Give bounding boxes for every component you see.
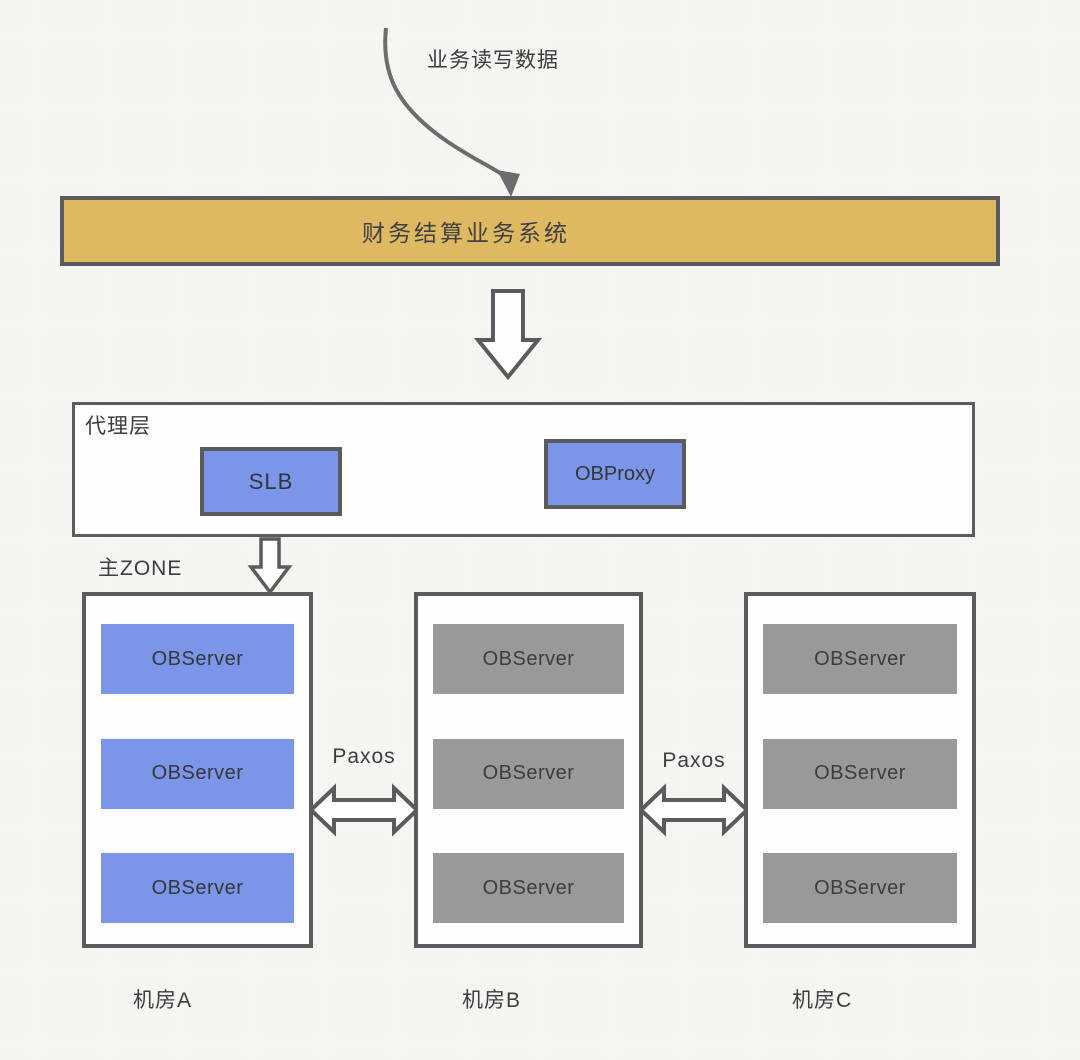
datacenter-a-box: OBServer OBServer OBServer [82,592,313,948]
server-node: OBServer [101,853,294,923]
server-node: OBServer [101,624,294,694]
paxos-arrow-right-icon [638,783,750,837]
slb-node: SLB [200,447,342,516]
small-down-arrow-icon [247,537,293,595]
server-node: OBServer [433,738,624,809]
proxy-layer-label: 代理层 [85,415,151,438]
server-node: OBServer [763,738,957,809]
business-flow-arrowhead-icon [497,170,520,197]
server-node: OBServer [763,624,957,694]
datacenter-c-box: OBServer OBServer OBServer [744,592,976,948]
datacenter-b-label: 机房B [462,989,522,1012]
server-node: OBServer [101,738,294,809]
datacenter-c-label: 机房C [792,989,853,1012]
system-bar: 财务结算业务系统 [60,196,1000,266]
server-node: OBServer [433,624,624,694]
datacenter-a-label: 机房A [133,989,193,1012]
datacenter-b-box: OBServer OBServer OBServer [414,592,643,948]
obproxy-node: OBProxy [544,439,686,509]
system-bar-label: 财务结算业务系统 [362,220,570,246]
server-node: OBServer [433,853,624,923]
server-node: OBServer [763,853,957,923]
proxy-layer-box: 代理层 SLB OBProxy [72,402,975,537]
paxos-label-left: Paxos [332,745,396,768]
paxos-arrow-left-icon [308,783,420,837]
paxos-label-right: Paxos [662,749,726,772]
business-flow-label: 业务读写数据 [427,49,559,72]
down-arrow-icon [473,289,543,381]
zone-label: 主ZONE [98,557,183,580]
